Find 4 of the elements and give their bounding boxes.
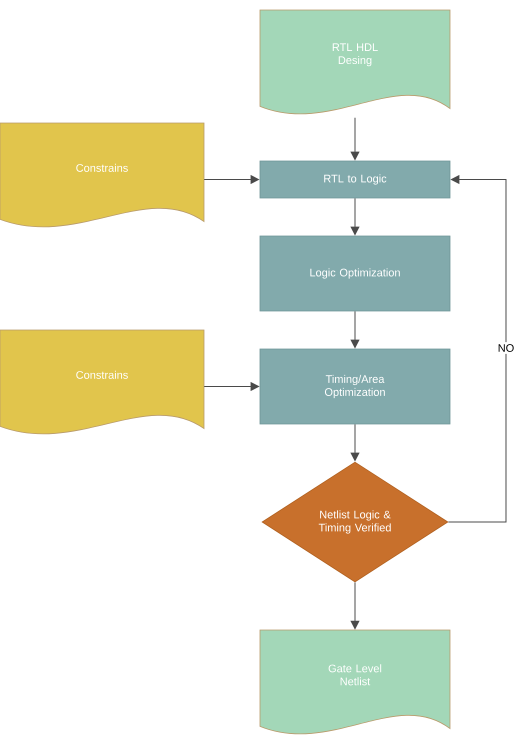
edge-label: NO bbox=[496, 342, 516, 354]
process-box: RTL to Logic bbox=[260, 160, 450, 198]
process-box: Timing/Area Optimization bbox=[260, 348, 450, 424]
process-box: Logic Optimization bbox=[260, 236, 450, 312]
